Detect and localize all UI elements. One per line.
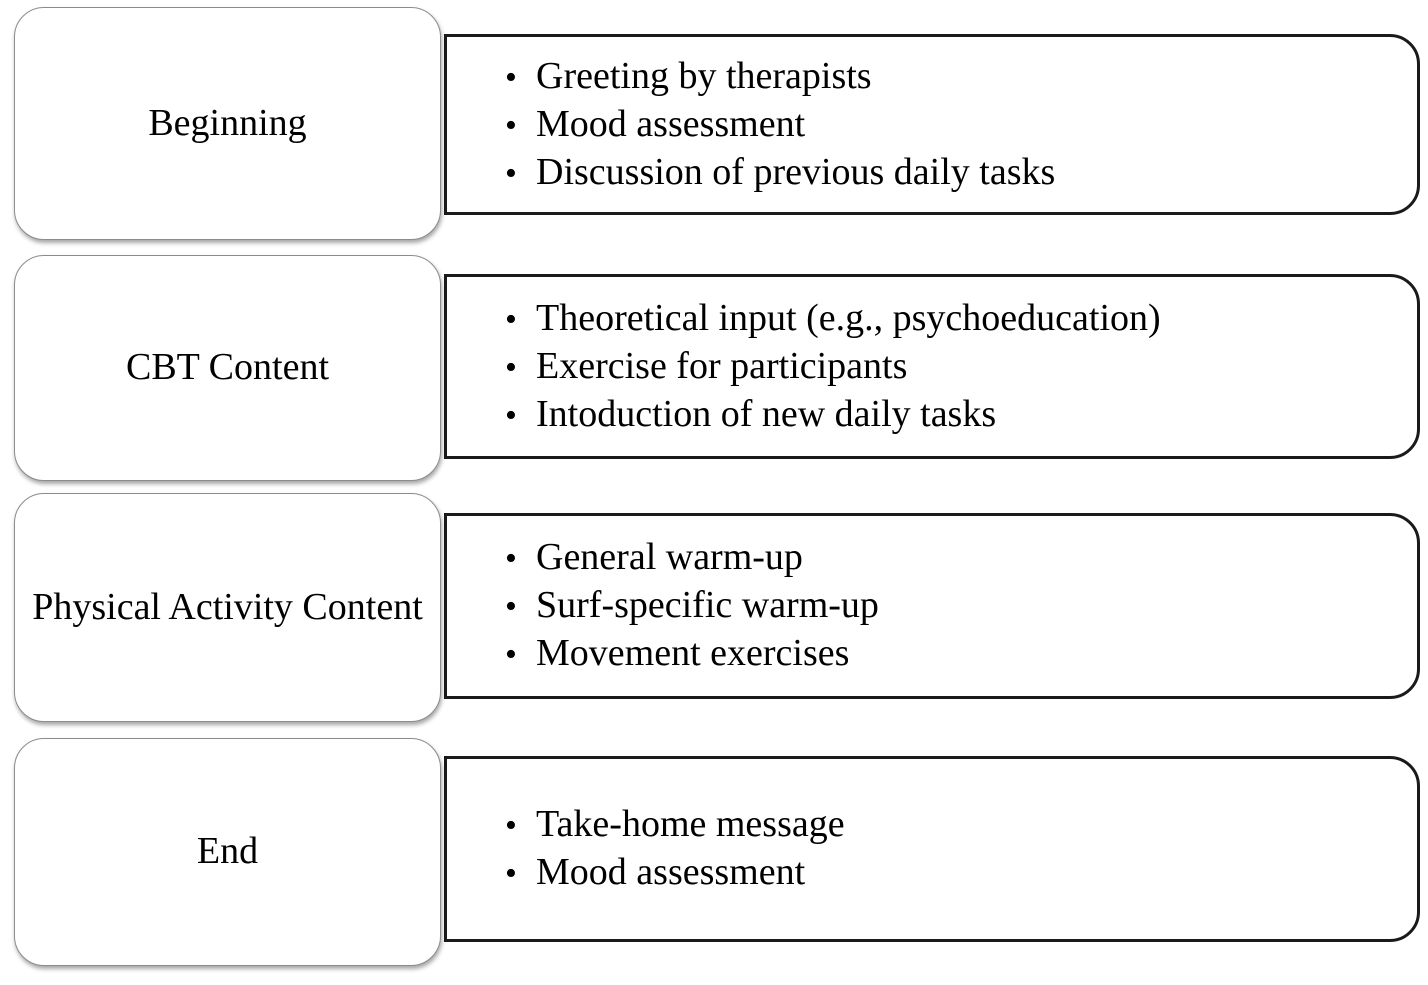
bullet-icon: • (505, 58, 517, 96)
bullet-item: • Greeting by therapists (505, 53, 1397, 101)
bullet-item: • Mood assessment (505, 849, 1397, 897)
bullet-item: • Movement exercises (505, 630, 1397, 678)
bullet-item: • Exercise for participants (505, 343, 1397, 391)
bullet-text: Movement exercises (536, 632, 850, 674)
stage-label: Physical Activity Content (32, 585, 423, 628)
bullet-list: • Theoretical input (e.g., psychoeducati… (447, 295, 1417, 439)
bullet-list: • Greeting by therapists • Mood assessme… (447, 53, 1417, 197)
stage-box-beginning: Beginning (14, 7, 441, 240)
bullet-list: • Take-home message • Mood assessment (447, 801, 1417, 897)
bullet-icon: • (505, 154, 517, 192)
bullet-text: General warm-up (536, 536, 803, 578)
bullet-icon: • (505, 807, 517, 844)
bullet-item: • Mood assessment (505, 101, 1397, 149)
bullet-text: Greeting by therapists (536, 54, 872, 97)
bullet-icon: • (505, 855, 517, 892)
bullet-text: Intoduction of new daily tasks (536, 392, 997, 435)
bullet-text: Take-home message (536, 803, 845, 845)
bullet-icon: • (505, 540, 517, 577)
bullet-item: • Theoretical input (e.g., psychoeducati… (505, 295, 1397, 343)
bullet-list: • General warm-up • Surf-specific warm-u… (447, 534, 1417, 678)
detail-box-cbt-content: • Theoretical input (e.g., psychoeducati… (444, 274, 1420, 459)
detail-box-end: • Take-home message • Mood assessment (444, 756, 1420, 942)
bullet-text: Theoretical input (e.g., psychoeducation… (536, 296, 1161, 339)
bullet-text: Surf-specific warm-up (536, 584, 879, 626)
stage-box-end: End (14, 738, 441, 966)
bullet-icon: • (505, 588, 517, 625)
detail-box-physical-activity: • General warm-up • Surf-specific warm-u… (444, 513, 1420, 699)
bullet-text: Mood assessment (536, 102, 806, 145)
bullet-item: • Take-home message (505, 801, 1397, 849)
detail-box-beginning: • Greeting by therapists • Mood assessme… (444, 34, 1420, 215)
bullet-text: Exercise for participants (536, 344, 908, 387)
bullet-icon: • (505, 396, 517, 434)
bullet-text: Mood assessment (536, 851, 806, 893)
stage-label: CBT Content (125, 346, 330, 389)
stage-label: End (196, 830, 259, 873)
bullet-icon: • (505, 636, 517, 673)
bullet-icon: • (505, 106, 517, 144)
bullet-icon: • (505, 300, 517, 338)
stage-label: Beginning (148, 101, 307, 144)
bullet-item: • Intoduction of new daily tasks (505, 391, 1397, 439)
stage-box-physical-activity: Physical Activity Content (14, 493, 441, 722)
bullet-item: • Discussion of previous daily tasks (505, 149, 1397, 197)
stage-box-cbt-content: CBT Content (14, 255, 441, 481)
bullet-item: • Surf-specific warm-up (505, 582, 1397, 630)
bullet-item: • General warm-up (505, 534, 1397, 582)
bullet-icon: • (505, 348, 517, 386)
bullet-text: Discussion of previous daily tasks (536, 150, 1056, 193)
